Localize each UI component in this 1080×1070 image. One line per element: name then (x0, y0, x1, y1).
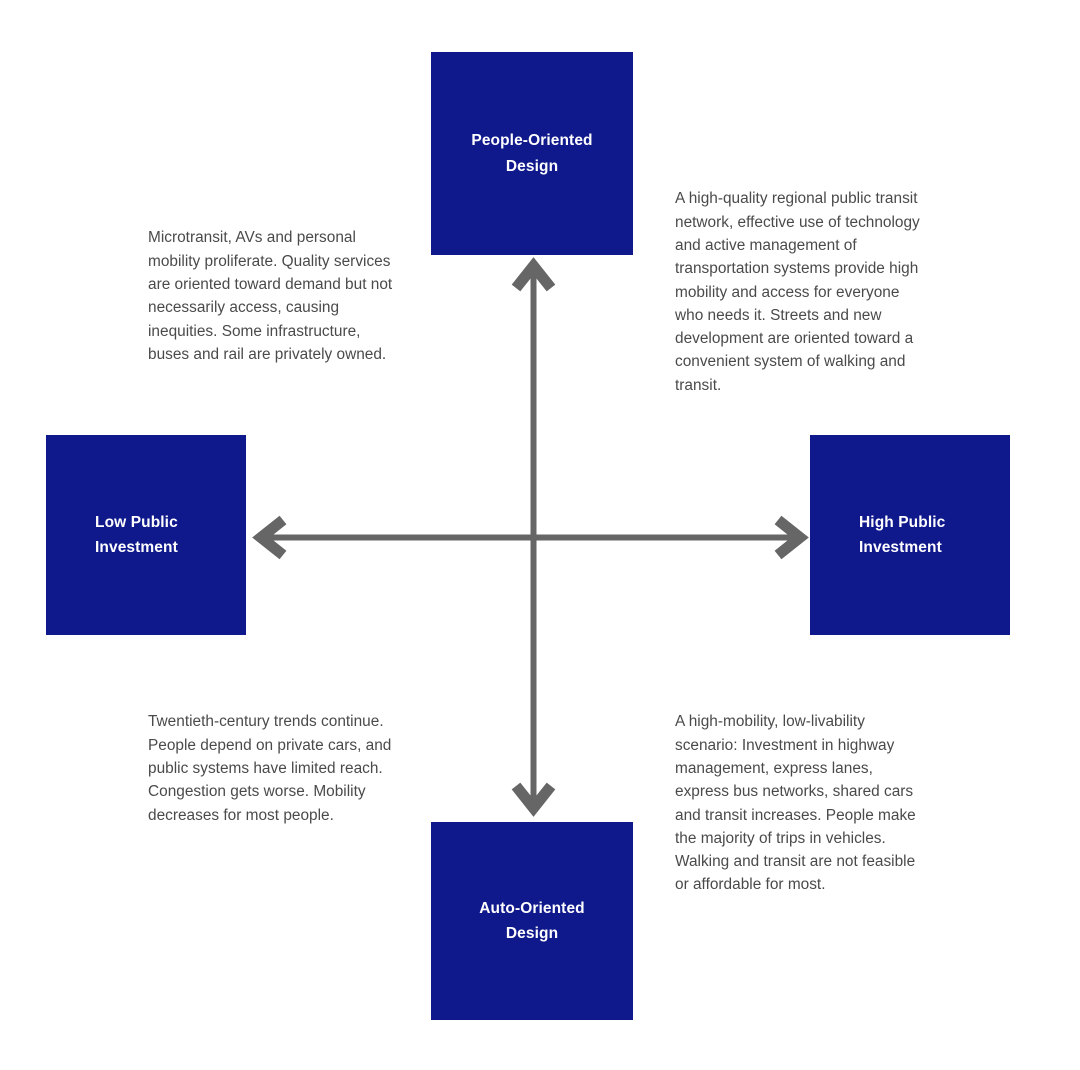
axis-label-box-people-oriented-design: People-Oriented Design (431, 52, 633, 255)
axis-label-box-auto-oriented-design: Auto-Oriented Design (431, 822, 633, 1020)
quadrant-text-top-left: Microtransit, AVs and personal mobility … (148, 229, 393, 363)
quadrant-text-bottom-left: Twentieth-century trends continue. Peopl… (148, 713, 392, 824)
axis-label-high-public-investment: High Public Investment (859, 513, 946, 556)
axis-label-people-oriented-design: People-Oriented Design (471, 132, 593, 175)
axis-label-box-low-public-investment: Low Public Investment (46, 435, 246, 635)
arrow-left-icon (252, 515, 287, 560)
axis-label-box-high-public-investment: High Public Investment (810, 435, 1010, 635)
axis-label-low-public-investment: Low Public Investment (95, 513, 178, 556)
arrow-right-icon (774, 515, 809, 560)
quadrant-text-bottom-right: A high-mobility, low-livability scenario… (675, 713, 916, 894)
axis-label-auto-oriented-design: Auto-Oriented Design (479, 899, 585, 942)
arrow-up-icon (511, 257, 556, 292)
arrow-down-icon (511, 782, 556, 817)
quadrant-text-top-right: A high-quality regional public transit n… (675, 190, 920, 394)
